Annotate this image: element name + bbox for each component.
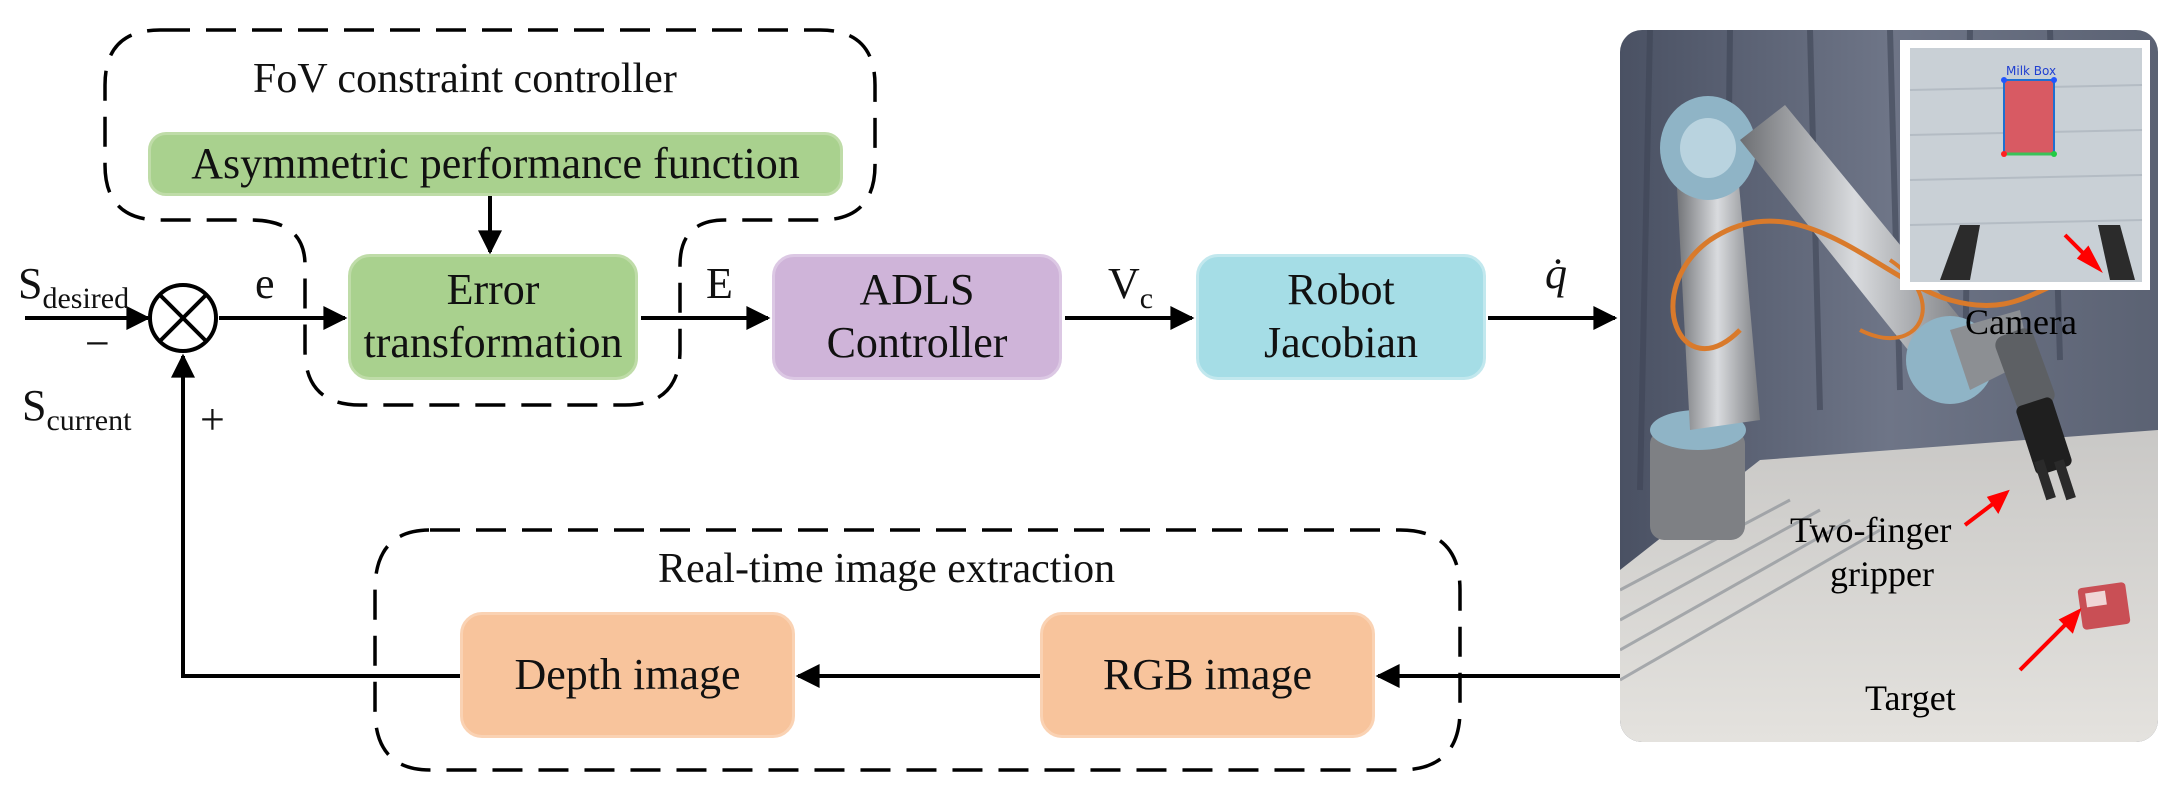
rgb-image-block: RGB image	[1040, 612, 1375, 738]
gripper-label-1: Two-finger	[1790, 510, 1952, 550]
apf-block: Asymmetric performance function	[148, 132, 843, 196]
camera-label: Camera	[1965, 302, 2077, 342]
adls-label-2: Controller	[826, 318, 1008, 367]
error-transformation-block: Error transformation	[348, 254, 638, 380]
qdot-label: q̇	[1545, 249, 1567, 298]
robot-photo: Milk Box Camera Two-finger gripper Targe…	[1620, 30, 2158, 742]
E-label: E	[706, 259, 733, 308]
arrow-feedback	[171, 353, 460, 678]
robot-jacobian-block: Robot Jacobian	[1196, 254, 1486, 380]
robot-photo-illustration: Milk Box	[1620, 30, 2158, 742]
adls-controller-block: ADLS Controller	[772, 254, 1062, 380]
error-label-1: Error	[446, 265, 540, 315]
plus-sign: +	[200, 395, 225, 444]
summing-junction	[148, 283, 218, 353]
fov-group-title: FoV constraint controller	[253, 56, 677, 102]
target-label: Target	[1865, 678, 1956, 718]
gripper-label-2: gripper	[1830, 554, 1934, 594]
s-desired-label: Sdesired	[18, 259, 130, 315]
e-label: e	[255, 259, 275, 308]
robot-label-2: Jacobian	[1264, 318, 1418, 367]
rgb-label: RGB image	[1103, 649, 1312, 699]
depth-image-block: Depth image	[460, 612, 795, 738]
minus-sign: −	[85, 319, 110, 368]
apf-label: Asymmetric performance function	[191, 138, 800, 188]
rt-group-outline	[373, 528, 1462, 772]
inset-label: Milk Box	[2006, 64, 2056, 78]
adls-label-1: ADLS	[859, 265, 975, 315]
rt-group-title: Real-time image extraction	[658, 546, 1116, 592]
s-current-label: Scurrent	[22, 381, 132, 437]
vc-label: Vc	[1108, 259, 1154, 315]
error-label-2: transformation	[363, 318, 623, 367]
fov-group-outline	[103, 28, 877, 407]
robot-label-1: Robot	[1287, 265, 1395, 315]
depth-label: Depth image	[514, 649, 741, 699]
